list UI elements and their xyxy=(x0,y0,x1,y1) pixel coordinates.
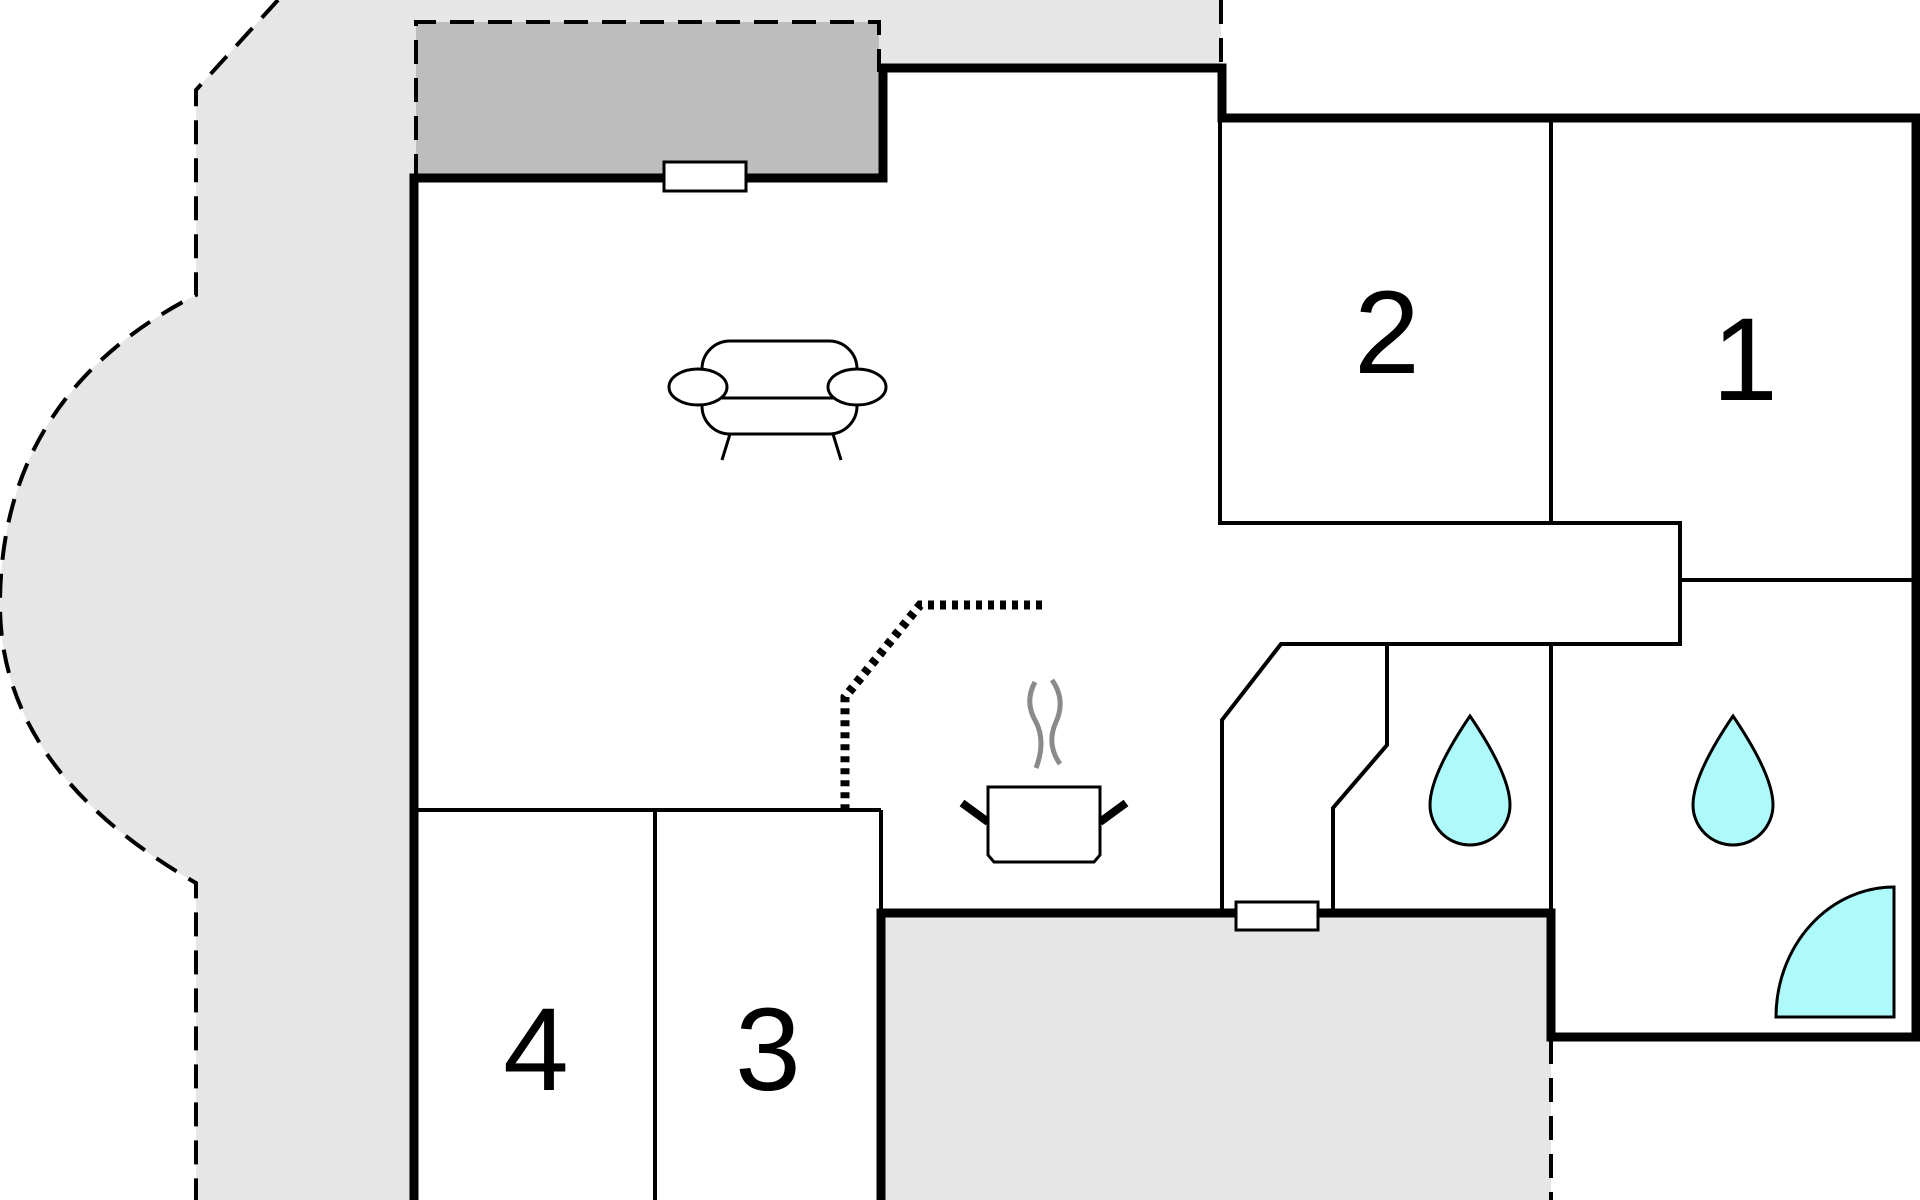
water-drop-icon xyxy=(1428,713,1512,847)
outdoor-border-left xyxy=(0,0,280,1200)
room-number-4: 4 xyxy=(503,984,569,1116)
sofa-icon xyxy=(667,339,888,461)
exterior-wall xyxy=(409,63,1920,1200)
room-number-1: 1 xyxy=(1712,294,1778,426)
shower-icon xyxy=(1774,885,1896,1019)
window-top xyxy=(662,160,748,193)
window-bottom xyxy=(1234,900,1320,932)
kitchen-counter xyxy=(840,600,1042,810)
interior-walls xyxy=(414,118,1916,1200)
covered-terrace xyxy=(416,22,879,178)
covered-terrace-border xyxy=(414,20,881,178)
outdoor-terrace-bottom xyxy=(883,916,1551,1200)
room-number-2: 2 xyxy=(1354,267,1420,399)
water-drop-icon xyxy=(1691,713,1775,847)
room-number-3: 3 xyxy=(735,984,801,1116)
outdoor-terrace-left xyxy=(0,0,1221,1200)
cooking-pot-icon xyxy=(959,678,1129,864)
